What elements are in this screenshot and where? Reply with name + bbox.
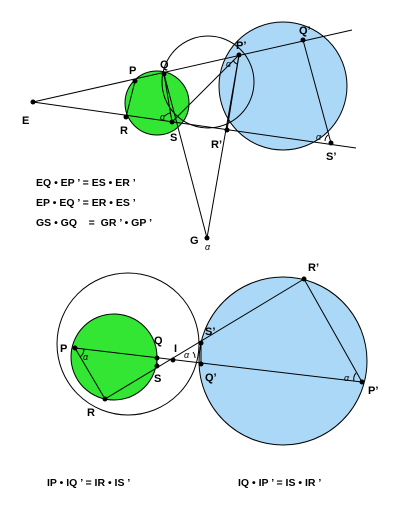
line-R-R-prime <box>104 278 305 400</box>
top-equation-2: EP • EQ ’ = ER • ES ’ <box>36 197 136 209</box>
alpha-P-prime: α <box>226 59 232 69</box>
angle-arc-P-prime-bottom <box>353 372 357 382</box>
label-S: S <box>170 132 177 144</box>
label-G: G <box>190 235 199 247</box>
point-S-prime <box>328 140 334 146</box>
top-equation-1: EQ • EP ’ = ES • ER ’ <box>36 177 136 189</box>
label-Q: Q <box>160 59 169 71</box>
label-I: I <box>174 343 177 355</box>
angle-arc-S <box>164 112 172 117</box>
angle-arc-I <box>192 351 196 359</box>
point-S <box>169 119 175 125</box>
point-S-prime-bottom <box>198 340 204 346</box>
label-E: E <box>22 115 29 127</box>
label-P-prime-bottom: P’ <box>368 385 378 397</box>
point-Q <box>161 71 167 77</box>
point-R <box>123 114 129 120</box>
point-P-prime <box>236 52 242 58</box>
label-R-prime-bottom: R’ <box>308 262 319 274</box>
secant-line-lower <box>32 101 357 149</box>
secant-line-upper <box>32 29 353 103</box>
label-Q-bottom: Q <box>154 335 163 347</box>
point-R-prime-bottom <box>301 276 307 282</box>
bottom-equation-1: IP • IQ ’ = IR • IS ’ <box>47 477 130 489</box>
alpha-S-prime: α <box>316 132 322 142</box>
label-Q-prime-bottom: Q’ <box>205 372 217 384</box>
label-R: R <box>120 125 128 137</box>
point-R-prime <box>224 127 230 133</box>
alpha-G: α <box>205 242 211 252</box>
line-Q-G <box>163 73 208 239</box>
top-white-circle <box>161 35 255 129</box>
chord-P-prime-S <box>171 54 240 123</box>
point-Q-bottom <box>154 355 160 361</box>
alpha-I: α <box>184 350 190 360</box>
point-Q-prime <box>300 37 306 43</box>
angle-arc-S-prime <box>324 134 329 142</box>
chord-P-R <box>125 80 136 118</box>
point-P-bottom <box>72 345 78 351</box>
top-figure: E P Q R S P’ Q’ R’ S’ G α α α α EQ • EP … <box>22 21 357 252</box>
label-S-prime-bottom: S’ <box>205 326 215 338</box>
point-E <box>30 99 36 105</box>
point-P <box>132 78 138 84</box>
label-P-prime: P’ <box>236 40 246 52</box>
point-I <box>170 357 176 363</box>
alpha-P-prime-bottom: α <box>344 373 350 383</box>
top-blue-circle <box>218 21 348 151</box>
angle-arc-P-bottom <box>79 348 85 358</box>
point-S-bottom <box>154 363 160 369</box>
point-Q-prime-bottom <box>198 361 204 367</box>
alpha-S: α <box>160 112 166 122</box>
angle-arc-P-prime <box>232 59 238 65</box>
top-equation-3: GS • GQ = GR ’ • GP ’ <box>36 217 152 229</box>
label-S-prime: S’ <box>326 151 336 163</box>
point-G <box>204 235 210 241</box>
bottom-figure: P Q S R I S’ Q’ R’ P’ α α α IP • IQ ’ = … <box>47 262 378 489</box>
point-P-prime-bottom <box>359 379 365 385</box>
label-R-prime: R’ <box>211 139 222 151</box>
chord-Q-S <box>163 73 173 123</box>
label-Q-prime: Q’ <box>299 25 311 37</box>
alpha-P-bottom: α <box>83 352 89 362</box>
chord-R-prime-P-prime <box>303 278 363 383</box>
label-S-bottom: S <box>154 373 161 385</box>
label-R-bottom: R <box>87 407 95 419</box>
line-P-P-prime <box>74 347 363 383</box>
label-P: P <box>129 65 136 77</box>
line-P-prime-G <box>206 54 240 239</box>
point-R-bottom <box>102 396 108 402</box>
top-green-circle <box>124 70 190 136</box>
bottom-blue-circle <box>198 276 368 446</box>
label-P-bottom: P <box>60 343 67 355</box>
chord-Q-prime-S-prime <box>302 39 332 144</box>
bottom-equation-2: IQ • IP ’ = IS • IR ’ <box>238 477 321 489</box>
